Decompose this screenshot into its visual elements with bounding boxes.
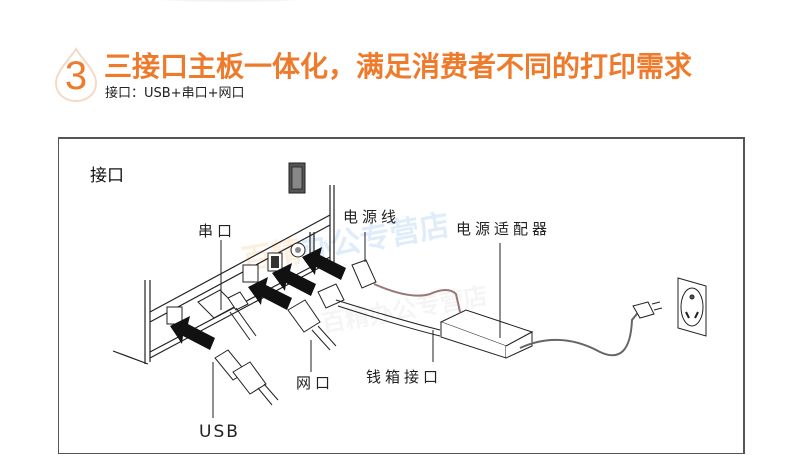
arrow-usb-icon [170, 316, 215, 350]
ethernet-port-icon [242, 264, 259, 283]
usb-cable-icon [214, 349, 279, 406]
arrows [170, 247, 346, 350]
arrow-ethernet-icon [248, 277, 292, 310]
drop-badge-icon [54, 47, 98, 103]
power-plug-icon [351, 259, 461, 313]
label-usb: USB [199, 422, 240, 442]
top-shadow [150, 0, 310, 2]
label-serial: 串口 [198, 222, 237, 240]
cash-drawer-cable-icon [317, 283, 441, 337]
cash-drawer-port-icon [267, 252, 283, 272]
section-subline: 接口：USB+串口+网口 [105, 86, 245, 101]
arrow-cash-drawer-icon [272, 263, 316, 296]
power-adapter-icon [439, 309, 641, 359]
power-switch-icon [288, 162, 306, 194]
label-power-adapter: 电源适配器 [456, 220, 552, 238]
section-headline: 三接口主板一体化，满足消费者不同的打印需求 [104, 50, 693, 83]
label-power-cord: 电源线 [343, 208, 401, 226]
diagram-frame [58, 137, 745, 454]
printer-edge [149, 214, 331, 313]
label-cash-drawer: 钱箱接口 [366, 368, 443, 386]
ethernet-cable-icon [287, 299, 337, 351]
diagram-title: 接口 [90, 166, 124, 186]
label-ethernet: 网口 [296, 374, 335, 392]
serial-connector-icon [197, 289, 257, 341]
section-number: 3 [64, 54, 88, 98]
wall-outlet-icon [677, 277, 707, 337]
arrow-power-icon [302, 247, 346, 280]
power-jack-icon [290, 242, 306, 258]
wall-plug-icon [632, 301, 663, 319]
printer-edge [149, 224, 331, 323]
printer-edge [112, 350, 149, 365]
